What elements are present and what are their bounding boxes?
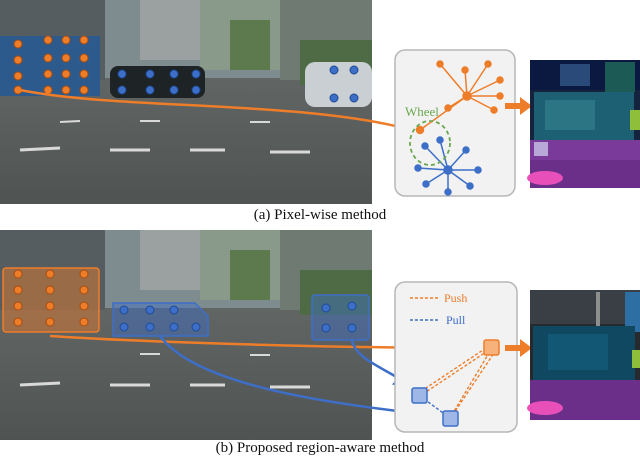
region-feature-box: Push Pull bbox=[394, 281, 518, 433]
caption-pixel-wise: (a) Pixel-wise method bbox=[253, 207, 387, 223]
wheel-cluster-outline bbox=[409, 120, 451, 166]
region-aware-illustration: Push Pull bbox=[0, 230, 640, 440]
pixel-mapping-arrow bbox=[19, 88, 417, 136]
caption-region-aware: (b) Proposed region-aware method bbox=[215, 440, 425, 456]
car-right-region-node bbox=[411, 387, 428, 404]
car-left-pixel-points bbox=[117, 69, 201, 95]
car-left-region bbox=[112, 302, 209, 337]
bus-region-node bbox=[483, 339, 500, 356]
pixel-wise-illustration: Wheel bbox=[0, 0, 640, 204]
street-photo-b bbox=[0, 230, 372, 440]
push-legend-label: Push bbox=[444, 291, 467, 305]
panel-pixel-wise: Wheel bbox=[0, 0, 640, 204]
wheel-label: Wheel bbox=[405, 104, 439, 119]
result-arrow-b bbox=[505, 339, 532, 357]
car-right-region bbox=[311, 294, 370, 341]
car-right-pixel-points bbox=[329, 65, 359, 103]
result-arrow-a bbox=[505, 97, 532, 115]
bus-region bbox=[2, 267, 100, 333]
segmentation-output-b bbox=[527, 290, 640, 420]
feature-space-box: Wheel bbox=[394, 49, 516, 197]
car-left-region-node bbox=[442, 410, 459, 427]
segmentation-output-a bbox=[527, 60, 640, 188]
panel-region-aware: Push Pull bbox=[0, 230, 640, 440]
street-photo bbox=[0, 0, 372, 204]
pull-legend-label: Pull bbox=[446, 313, 466, 327]
